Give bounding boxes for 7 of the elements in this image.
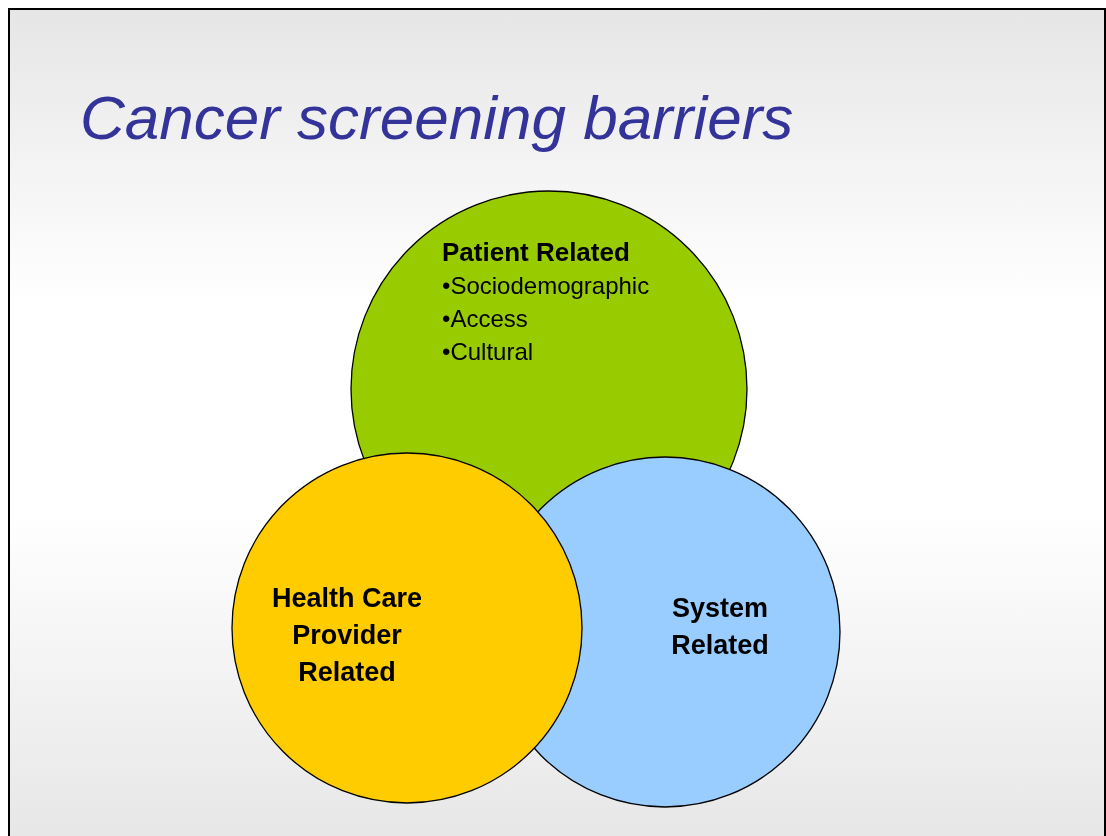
slide-title: Cancer screening barriers [80, 82, 794, 153]
circle-heading: Health Care Provider Related [270, 582, 424, 689]
circle-heading: Patient Related [442, 236, 630, 269]
bullet-item: •Access [442, 304, 528, 334]
circle-heading: System Related [670, 592, 770, 662]
bullet-item: •Cultural [442, 337, 534, 367]
bullet-item: •Sociodemographic [442, 271, 650, 301]
